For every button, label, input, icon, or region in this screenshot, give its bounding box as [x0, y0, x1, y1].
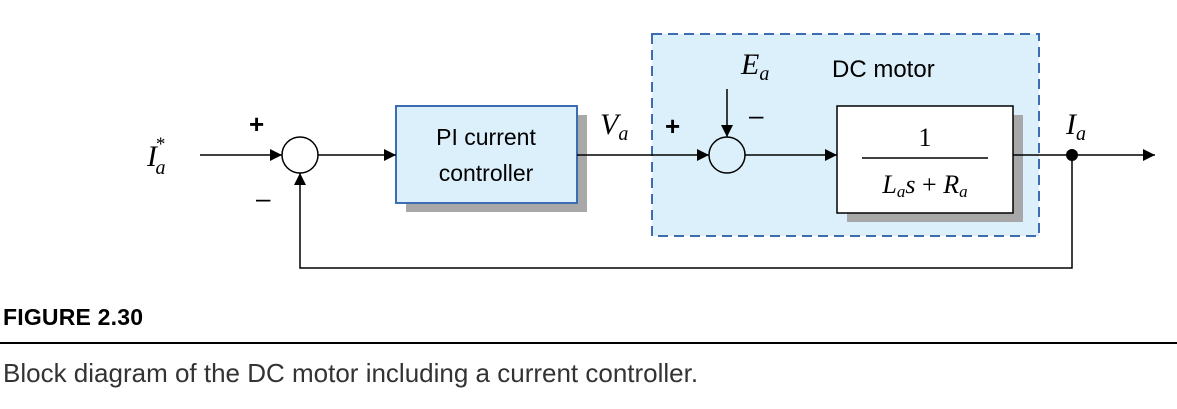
caption-divider: [0, 342, 1177, 344]
figure-caption: Block diagram of the DC motor including …: [3, 358, 699, 388]
emf-signal-label: Ea: [740, 48, 769, 85]
transfer-function-block: [836, 105, 1014, 214]
sum1-minus-sign: –: [256, 183, 271, 213]
controller-label-line2: controller: [439, 160, 534, 186]
block-diagram: DC motor PI current controller 1 Las + R…: [146, 33, 1155, 269]
figure-label: FIGURE 2.30: [3, 304, 144, 330]
sum2-plus-sign: +: [665, 111, 680, 141]
summing-junction-1: [281, 136, 319, 174]
voltage-signal-label: Va: [600, 108, 628, 145]
feedback-path: [294, 155, 1073, 269]
tf-denominator: Las + Ra: [881, 170, 967, 201]
sum2-minus-sign: –: [749, 100, 764, 130]
output-signal-label: Ia: [1065, 108, 1086, 145]
input-signal-label: I*a: [146, 134, 166, 179]
pi-controller-block: [395, 105, 578, 204]
summing-junction-2: [708, 136, 746, 174]
sum1-plus-sign: +: [249, 109, 264, 139]
dc-motor-title: DC motor: [832, 56, 935, 83]
controller-label-line1: PI current: [436, 124, 536, 150]
tf-numerator: 1: [919, 123, 932, 152]
